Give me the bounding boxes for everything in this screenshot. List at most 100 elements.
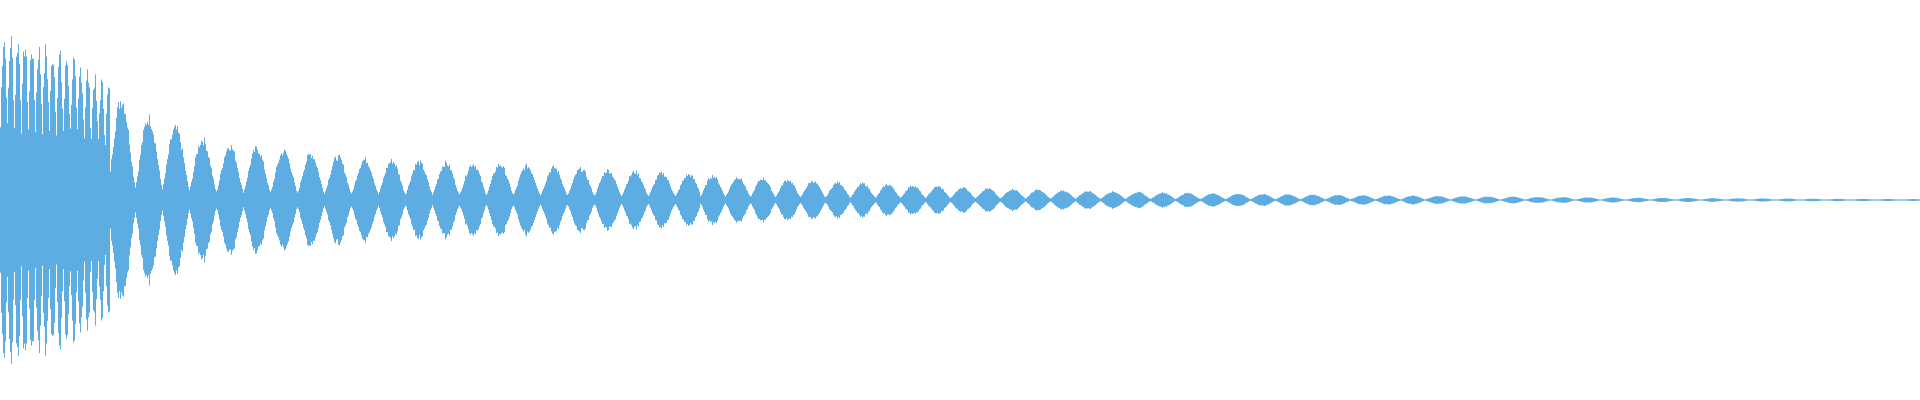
waveform-sample-bar	[799, 195, 800, 205]
waveform-sample-bar	[552, 166, 553, 234]
waveform-sample-bar	[221, 170, 222, 230]
waveform-sample-bar	[158, 165, 159, 235]
waveform-sample-bar	[1678, 199, 1679, 201]
waveform-sample-bar	[108, 87, 109, 313]
waveform-sample-bar	[1575, 199, 1576, 201]
waveform-sample-bar	[276, 166, 277, 234]
waveform-sample-bar	[1846, 199, 1847, 201]
waveform-sample-bar	[1128, 196, 1129, 204]
waveform-sample-bar	[1282, 195, 1283, 205]
waveform-sample-bar	[461, 190, 462, 210]
waveform-sample-bar	[1147, 197, 1148, 203]
waveform-sample-bar	[1335, 195, 1336, 205]
waveform-sample-bar	[1103, 196, 1104, 204]
waveform-sample-bar	[1471, 198, 1472, 202]
waveform-sample-bar	[1023, 196, 1024, 204]
waveform-sample-bar	[1148, 197, 1149, 203]
waveform-sample-bar	[1264, 193, 1265, 207]
waveform-sample-bar	[1816, 198, 1817, 202]
waveform-sample-bar	[1905, 199, 1906, 201]
waveform-sample-bar	[1523, 199, 1524, 201]
waveform-sample-bar	[1243, 195, 1244, 205]
waveform-sample-bar	[545, 183, 546, 217]
waveform-sample-bar	[1349, 198, 1350, 202]
waveform-sample-bar	[652, 187, 653, 213]
waveform-sample-bar	[176, 129, 177, 271]
waveform-sample-bar	[1586, 197, 1587, 203]
waveform-sample-bar	[886, 184, 887, 216]
waveform-sample-bar	[1205, 196, 1206, 204]
waveform-sample-bar	[240, 182, 241, 218]
waveform-sample-bar	[1311, 195, 1312, 205]
waveform-sample-bar	[1512, 196, 1513, 204]
waveform-sample-bar	[106, 113, 107, 287]
waveform-sample-bar	[443, 166, 444, 234]
waveform-sample-bar	[299, 187, 300, 213]
waveform-sample-bar	[1609, 197, 1610, 203]
waveform-sample-bar	[514, 193, 515, 207]
waveform-sample-bar	[236, 162, 237, 238]
waveform-sample-bar	[365, 156, 366, 244]
waveform-sample-bar	[266, 178, 267, 222]
waveform-sample-bar	[515, 190, 516, 210]
waveform-sample-bar	[188, 186, 189, 214]
waveform-sample-bar	[929, 193, 930, 207]
waveform-sample-bar	[1903, 199, 1904, 201]
waveform-sample-bar	[1241, 194, 1242, 206]
waveform-sample-bar	[1396, 197, 1397, 203]
waveform-sample-bar	[142, 142, 143, 258]
waveform-sample-bar	[352, 191, 353, 209]
waveform-sample-bar	[51, 65, 52, 335]
waveform-sample-bar	[1329, 197, 1330, 203]
waveform-sample-bar	[1672, 199, 1673, 201]
waveform-sample-bar	[614, 179, 615, 221]
waveform-sample-bar	[969, 192, 970, 208]
waveform-sample-bar	[419, 165, 420, 235]
waveform-sample-bar	[685, 178, 686, 222]
waveform-sample-bar	[666, 177, 667, 223]
waveform-sample-bar	[1323, 198, 1324, 202]
waveform-sample-bar	[1312, 194, 1313, 206]
waveform-sample-bar	[493, 173, 494, 227]
waveform-sample-bar	[914, 187, 915, 213]
waveform-sample-bar	[488, 190, 489, 210]
waveform-sample-bar	[1692, 198, 1693, 202]
waveform-sample-bar	[1809, 198, 1810, 202]
waveform-sample-bar	[1508, 197, 1509, 203]
waveform-sample-bar	[411, 176, 412, 224]
waveform-sample-bar	[30, 60, 31, 340]
waveform-sample-bar	[40, 74, 41, 326]
waveform-sample-bar	[82, 93, 83, 307]
waveform-sample-bar	[657, 175, 658, 225]
waveform-sample-bar	[832, 187, 833, 213]
waveform-sample-bar	[568, 193, 569, 207]
waveform-sample-bar	[1488, 196, 1489, 204]
waveform-sample-bar	[1797, 199, 1798, 201]
waveform-sample-bar	[1042, 191, 1043, 209]
waveform-sample-bar	[1075, 198, 1076, 202]
waveform-sample-bar	[1132, 194, 1133, 206]
waveform-sample-bar	[324, 193, 325, 207]
waveform-sample-bar	[1097, 196, 1098, 204]
waveform-sample-bar	[628, 180, 629, 220]
waveform-sample-bar	[406, 192, 407, 208]
waveform-sample-bar	[1060, 190, 1061, 210]
waveform-sample-bar	[520, 174, 521, 226]
waveform-sample-bar	[36, 92, 37, 308]
waveform-sample-bar	[1495, 197, 1496, 203]
waveform-sample-bar	[825, 197, 826, 203]
waveform-sample-bar	[629, 176, 630, 224]
waveform-sample-bar	[79, 76, 80, 324]
waveform-sample-bar	[1176, 198, 1177, 202]
waveform-sample-bar	[1035, 190, 1036, 210]
waveform-sample-bar	[1203, 197, 1204, 203]
waveform-sample-bar	[1696, 199, 1697, 201]
waveform-sample-bar	[923, 195, 924, 205]
waveform-sample-bar	[1498, 199, 1499, 201]
waveform-sample-bar	[1576, 199, 1577, 201]
waveform-sample-bar	[1547, 198, 1548, 202]
waveform-sample-bar	[1619, 198, 1620, 202]
waveform-sample-bar	[904, 193, 905, 207]
waveform-sample-bar	[765, 180, 766, 220]
waveform-sample-bar	[745, 186, 746, 214]
